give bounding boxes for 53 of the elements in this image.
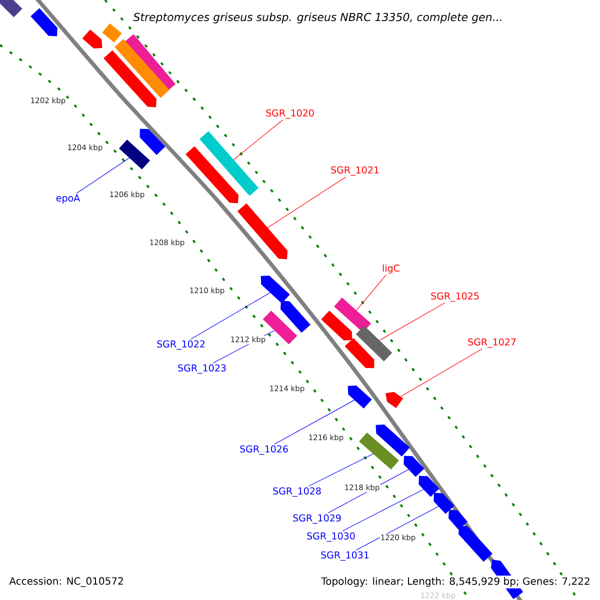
gene-feature [348,386,372,408]
gene-feature [140,128,166,155]
gene-bar [114,38,170,98]
gene-label: SGR_1028 [273,487,321,497]
gene-label: SGR_1031 [321,551,369,561]
gene-feature [104,50,156,108]
gene-label: epoA [56,194,80,204]
gene-label: SGR_1020 [266,109,314,119]
gene-label: SGR_1022 [157,340,204,350]
gene-label: SGR_1023 [178,364,226,374]
gene-feature [30,8,58,36]
leader-line [400,348,482,397]
gene-feature [376,424,410,456]
gene-feature [386,392,404,408]
gene-bar [0,0,22,18]
gene-feature [404,456,424,477]
gene-feature [418,476,440,497]
gene-bar [334,298,371,332]
gene-bar [356,326,392,362]
gene-feature [260,276,290,304]
gene-bar [102,23,122,43]
leader-line [356,274,386,311]
gene-label: ligC [382,264,400,274]
leader-line [356,506,439,550]
gene-bar [359,432,399,470]
gene-bar [199,131,259,196]
gene-label: SGR_1030 [307,532,355,542]
gene-label: SGR_1021 [331,166,379,176]
title-text: Streptomyces griseus subsp. griseus NBRC 13350, complete gen... [132,12,504,24]
gene-label: SGR_1025 [431,292,479,302]
gene-feature [321,310,352,340]
gene-label: SGR_1027 [468,338,516,348]
leader-line [274,400,355,444]
leader-line [308,454,374,486]
gene-feature [458,526,492,562]
info-text: Topology: linear; Length: 8,545,929 bp; Genes: 7,222 [320,576,592,588]
gene-feature [448,510,468,530]
gene-bar [118,140,150,170]
gene-feature [434,492,454,514]
gene-feature [344,338,374,368]
leader-line [76,158,130,194]
leader-line [233,120,284,160]
leader-line [342,489,424,532]
gene-feature [186,146,238,204]
gene-feature [82,29,102,49]
leader-line [190,292,270,340]
gene-feature [237,203,288,260]
gene-label: SGR_1029 [293,514,341,524]
gene-feature [280,300,310,333]
leader-line [267,176,346,228]
leader-line [379,302,446,341]
gene-label: SGR_1026 [240,445,288,455]
info-text: Accession: NC_010572 [9,577,123,587]
